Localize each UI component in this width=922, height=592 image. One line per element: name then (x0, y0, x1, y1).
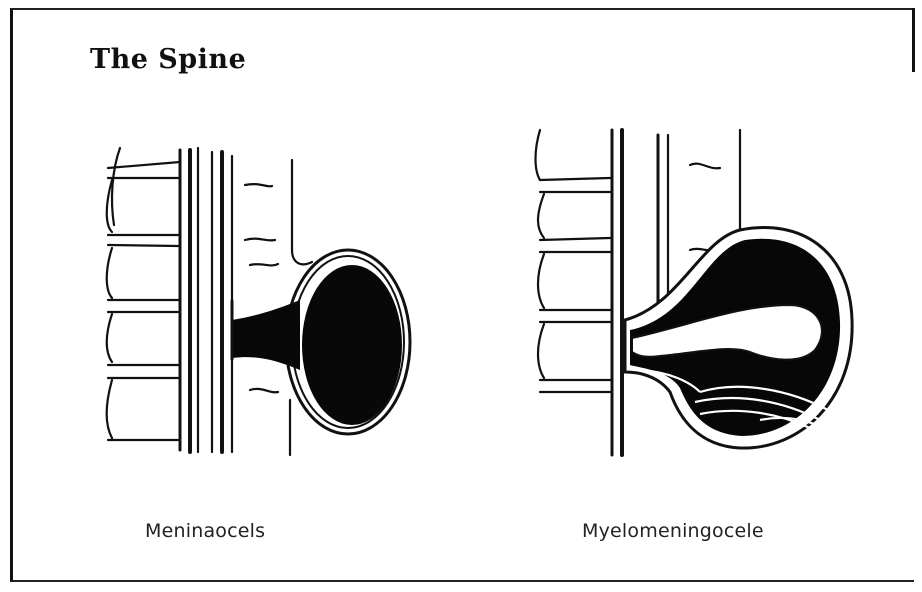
myelomeningocele-caption: Myelomeningocele (582, 520, 764, 542)
meningocele-caption: Meninaocels (145, 520, 265, 542)
